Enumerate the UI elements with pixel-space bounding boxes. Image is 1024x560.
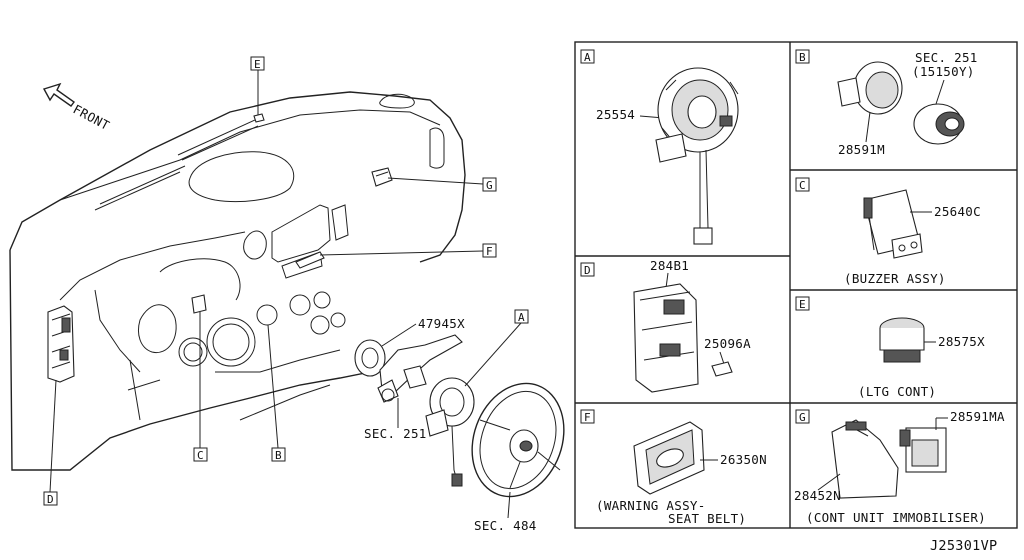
label-47945x: 47945X [418, 316, 465, 331]
column-switch-drawing [354, 334, 475, 487]
panel-G: G 28591MA 28452N (CONT UNIT IMMOBILISER) [794, 409, 1005, 525]
panel-C-caption: (BUZZER ASSY) [844, 271, 946, 286]
callout-A: A [518, 311, 525, 324]
front-arrow-icon: FRONT [42, 82, 113, 133]
panel-D-part1: 284B1 [650, 258, 689, 273]
drawing-code: J25301VP [930, 538, 997, 554]
panel-B: B SEC. 251 (15150Y) 28591M [795, 49, 978, 157]
panel-C-part: 25640C [934, 204, 981, 219]
panel-F: F 26350N (WARNING ASSY- SEAT BELT) [580, 409, 767, 526]
callout-C: C [197, 449, 204, 462]
panel-C: C 25640C (BUZZER ASSY) [795, 177, 981, 286]
front-label: FRONT [71, 101, 113, 133]
panel-G-caption: (CONT UNIT IMMOBILISER) [806, 510, 986, 525]
panel-E-part: 28575X [938, 334, 985, 349]
callout-G: G [486, 179, 493, 192]
panel-B-sec: SEC. 251 [915, 50, 978, 65]
panel-F-part: 26350N [720, 452, 767, 467]
panel-A-letter: A [584, 51, 591, 64]
panel-E-caption: (LTG CONT) [858, 384, 936, 399]
panel-B-sec-part: (15150Y) [912, 64, 975, 79]
panel-B-letter: B [799, 51, 806, 64]
part-D-drawing [47, 305, 75, 383]
panel-D: D 284B1 25096A [580, 258, 751, 393]
detail-panels: A 25554 B SEC. 251 (15150Y) 28591M [574, 41, 1018, 529]
panel-F-caption2: SEAT BELT) [668, 511, 746, 526]
callout-F: F [486, 245, 493, 258]
dashboard-drawing: FRONT [9, 82, 565, 498]
label-sec-484: SEC. 484 [474, 518, 537, 533]
main-callouts: E G F A C B D 47945X SEC. 251 SEC. 484 [43, 56, 537, 533]
panel-E-letter: E [799, 298, 806, 311]
panel-G-part2: 28452N [794, 488, 841, 503]
callout-B: B [275, 449, 282, 462]
callout-D: D [47, 493, 54, 506]
dashboard-top-outline [9, 91, 466, 263]
panel-F-caption1: (WARNING ASSY- [596, 498, 706, 513]
panel-G-letter: G [799, 411, 806, 424]
panel-A-part: 25554 [596, 107, 635, 122]
panel-E: E 28575X (LTG CONT) [795, 296, 985, 399]
panel-G-part1: 28591MA [950, 409, 1005, 424]
panel-F-letter: F [584, 411, 591, 424]
panel-B-part: 28591M [838, 142, 885, 157]
panel-D-part2: 25096A [704, 336, 751, 351]
panel-C-letter: C [799, 179, 806, 192]
panel-D-letter: D [584, 264, 591, 277]
label-sec-251-main: SEC. 251 [364, 426, 427, 441]
panel-A: A 25554 [580, 49, 739, 245]
callout-E: E [254, 58, 261, 71]
steering-wheel-drawing [471, 382, 565, 498]
